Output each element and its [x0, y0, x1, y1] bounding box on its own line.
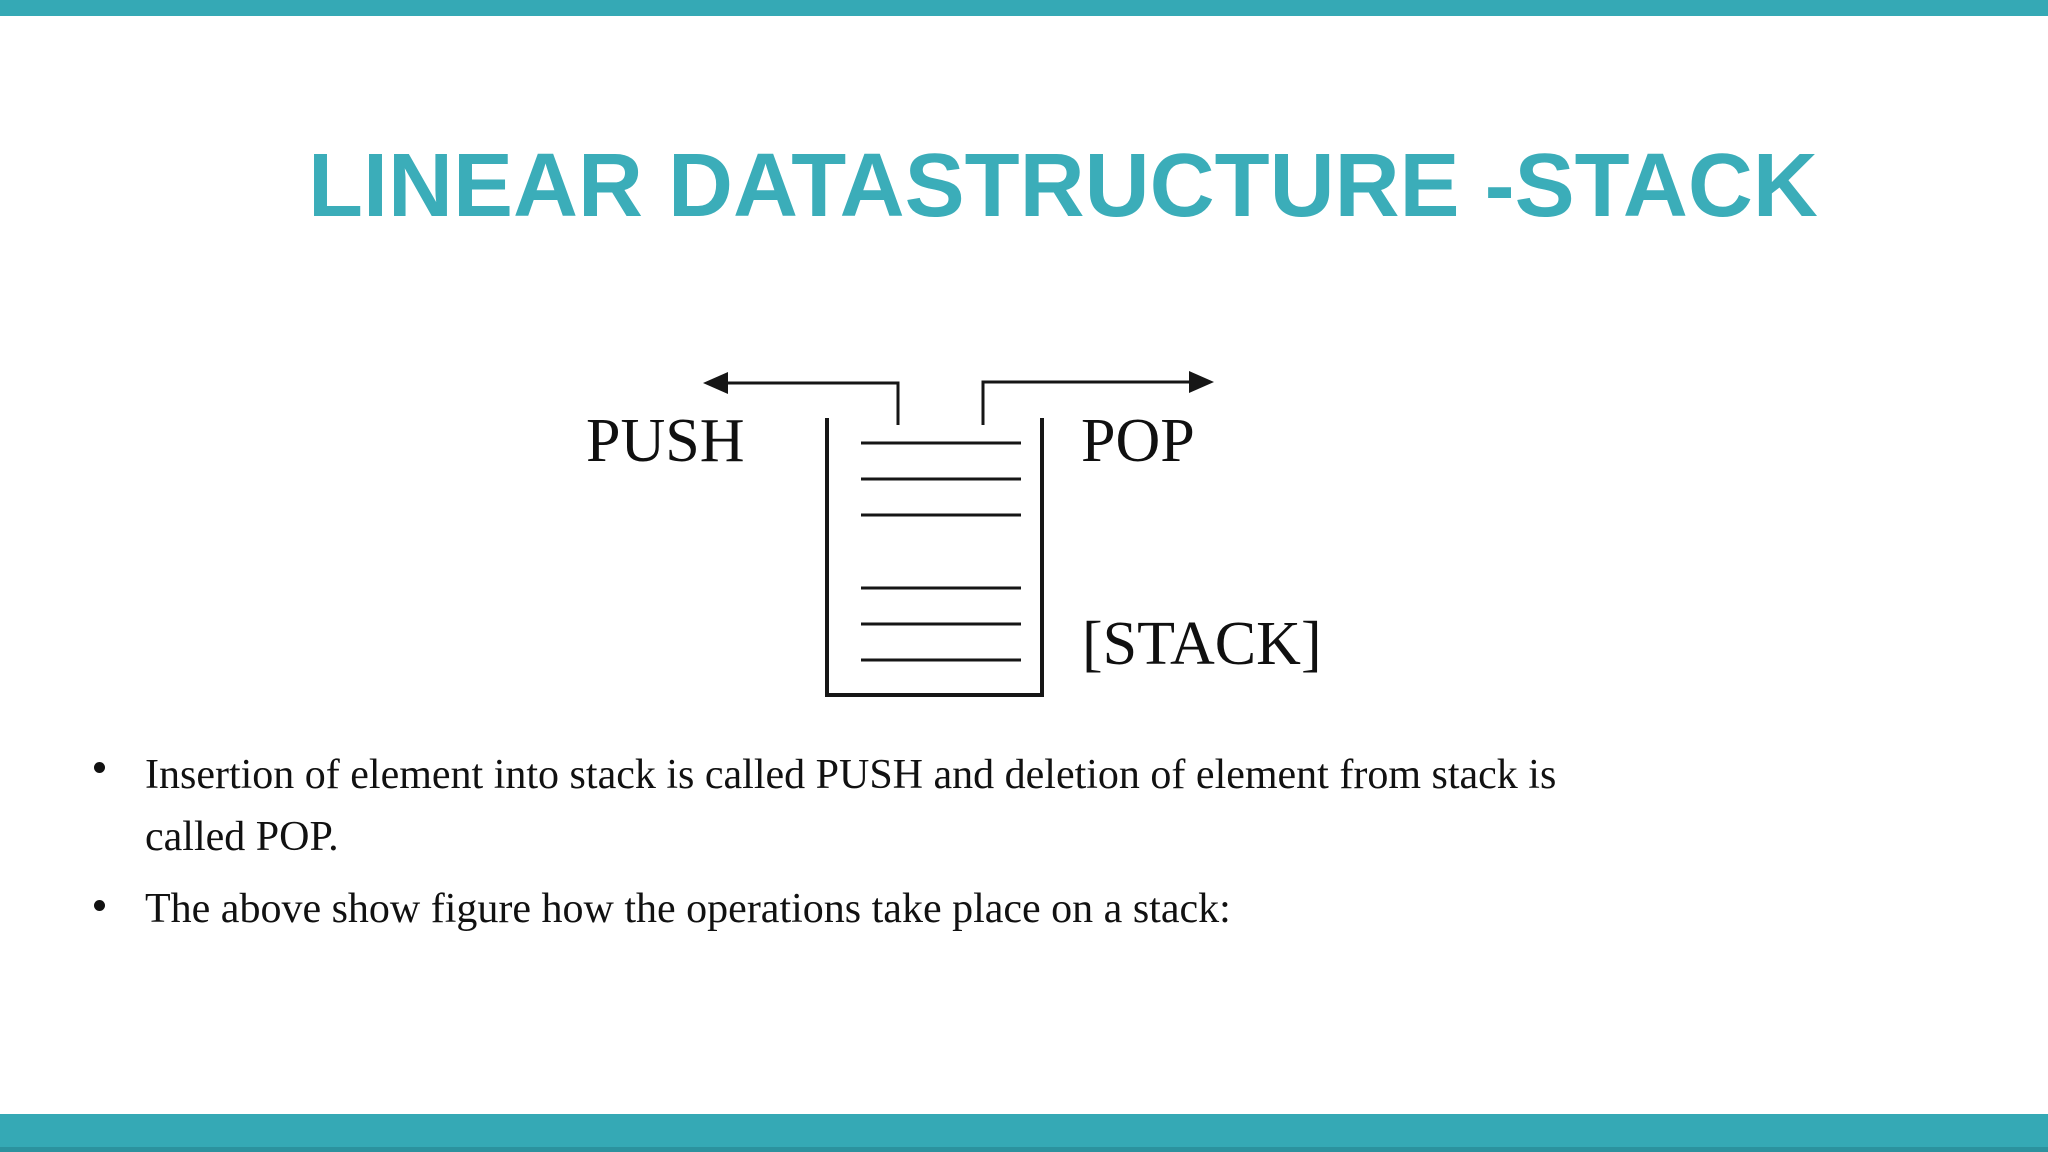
- stack-container: [825, 418, 1044, 697]
- pop-label: POP: [1081, 407, 1195, 475]
- stack-item-lines: [861, 441, 1021, 662]
- bullet-item-figure-note: The above show figure how the operations…: [145, 878, 1945, 940]
- bottom-accent-bar-edge: [0, 1147, 2048, 1152]
- bullet-icon: [94, 762, 105, 773]
- bullet-line: Insertion of element into stack is calle…: [145, 752, 1557, 798]
- pop-arrow-icon: [981, 371, 1214, 425]
- bullet-line: called POP.: [145, 814, 339, 860]
- push-label: PUSH: [586, 407, 745, 475]
- bullet-item-push-pop-definition: Insertion of element into stack is calle…: [145, 744, 1945, 868]
- stack-caption: [STACK]: [1082, 610, 1322, 678]
- push-arrow-icon: [703, 372, 900, 425]
- bullet-icon: [94, 900, 105, 911]
- top-accent-bar: [0, 0, 2048, 16]
- slide-title: LINEAR DATASTRUCTURE -STACK: [308, 136, 1818, 237]
- bottom-accent-bar: [0, 1114, 2048, 1152]
- bullet-line: The above show figure how the operations…: [145, 886, 1231, 932]
